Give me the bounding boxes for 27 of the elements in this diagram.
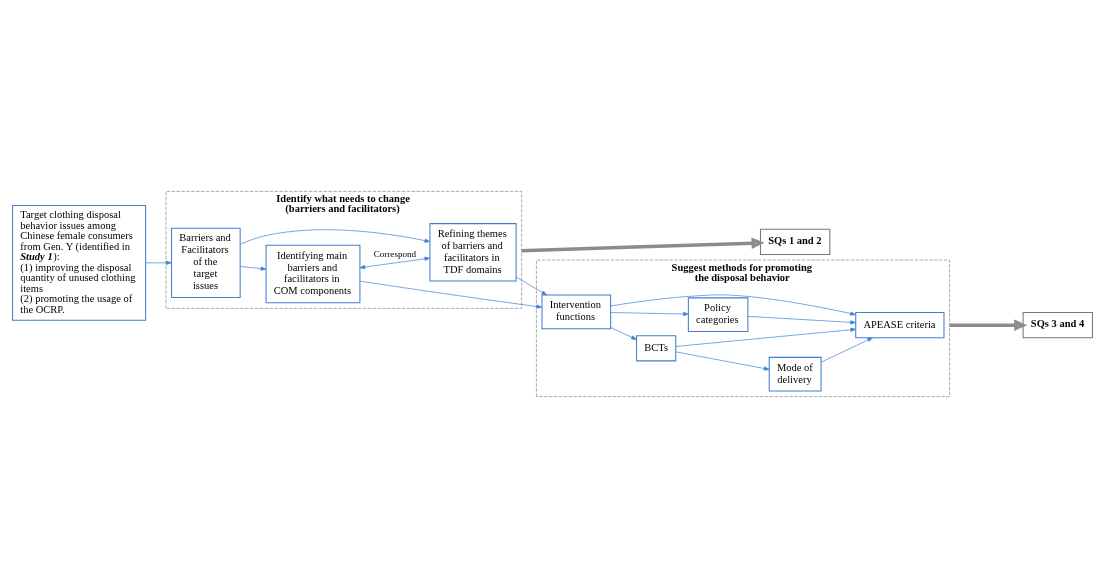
arrow <box>145 260 172 265</box>
arrow <box>516 276 548 296</box>
node-box: SQs 1 and 2 <box>759 228 831 255</box>
node-box: BCTs <box>636 335 677 362</box>
arrow <box>610 327 637 340</box>
arrow <box>359 256 431 270</box>
arrow <box>747 316 856 325</box>
arrow <box>521 237 765 253</box>
node-box: Mode of delivery <box>768 356 822 392</box>
node-box: Barriers and Facilitators of the target issues <box>171 227 241 299</box>
arrow <box>675 327 856 347</box>
node-box: Target clothing disposal behavior issues among Chinese female consumers from Gen. Y (identified in Study 1): (1) improving the disposal quantity of unused clothing items (2) promoting the usage of the OCRP. <box>12 204 147 321</box>
arrow <box>610 311 689 317</box>
arrow <box>820 337 873 363</box>
node-box: APEASE criteria <box>855 312 945 339</box>
node-box: Intervention functions <box>541 294 612 330</box>
node-box: Identifying main barriers and facilitators in COM components <box>265 244 361 304</box>
node-box: SQs 3 and 4 <box>1022 312 1093 339</box>
arrow <box>239 229 431 245</box>
arrow <box>949 319 1028 331</box>
node-box: Refining themes of barriers and facilitators in TDF domains <box>429 223 517 282</box>
edge-label: Correspond <box>373 248 417 259</box>
arrow <box>239 266 267 271</box>
arrow <box>359 280 543 309</box>
arrow <box>610 294 856 316</box>
node-box: Policy categories <box>687 297 749 332</box>
arrow <box>675 351 770 371</box>
